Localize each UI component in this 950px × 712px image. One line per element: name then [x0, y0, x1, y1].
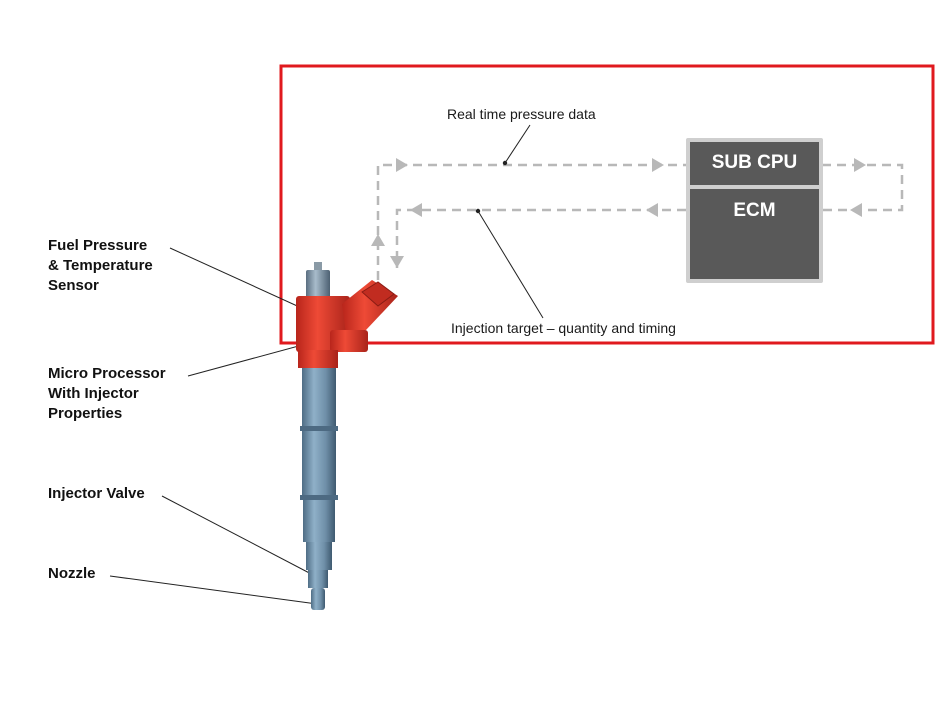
flow-arrows [376, 163, 904, 280]
injector-body-middle [302, 431, 336, 497]
sub-cpu-box [690, 142, 819, 185]
ecm-box [690, 189, 819, 279]
leader-pressure-data [504, 124, 531, 164]
injector-body-band-1 [300, 426, 338, 431]
highlight-frame [279, 64, 935, 345]
injector-top-nut [306, 270, 330, 300]
label-pressure-data: Real time pressure data [447, 106, 596, 122]
label-micro-processor: Micro Processor With Injector Properties [48, 365, 166, 422]
pressure-data-path [376, 163, 686, 280]
injector-neck [306, 542, 332, 570]
label-fuel-pressure-sensor: Fuel Pressure & Temperature Sensor [48, 237, 153, 294]
label-nozzle: Nozzle [48, 565, 96, 582]
injector-collar [298, 350, 338, 368]
injector-body-upper [302, 368, 336, 428]
injector [296, 262, 398, 610]
arrowhead-up [371, 234, 385, 246]
label-injection-target: Injection target – quantity and timing [451, 320, 676, 336]
injector-body-lower [303, 500, 335, 542]
injector-valve-section [308, 570, 328, 588]
injector-nozzle-tip [311, 588, 325, 610]
label-injector-valve: Injector Valve [48, 485, 145, 502]
injector-top-pin [314, 262, 322, 272]
flow-arrowheads [371, 158, 866, 268]
injection-target-path [395, 208, 686, 268]
arrowhead-left-1 [850, 203, 862, 217]
injector-body-band-2 [300, 495, 338, 500]
arrowhead-right-2 [652, 158, 664, 172]
leader-injection-target [477, 210, 544, 319]
leader-nozzle [109, 575, 318, 605]
ecm-label: ECM [733, 200, 776, 221]
leader-injector-valve [161, 495, 318, 578]
sub-cpu-label: SUB CPU [711, 152, 798, 173]
connector-socket [361, 281, 395, 307]
arrowhead-left-3 [410, 203, 422, 217]
arrowhead-right-3 [854, 158, 866, 172]
arrowhead-right-1 [396, 158, 408, 172]
leader-lines [109, 124, 544, 605]
leader-dots [314, 160, 508, 607]
arrowhead-down [390, 256, 404, 268]
arrowhead-left-2 [646, 203, 658, 217]
cpu-block [686, 138, 823, 283]
